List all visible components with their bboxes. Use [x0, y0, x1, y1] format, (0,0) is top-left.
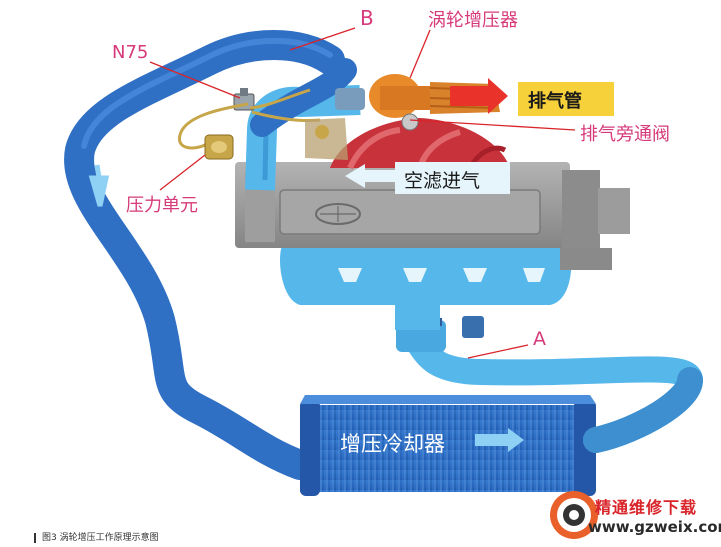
caption-bar	[34, 532, 36, 543]
watermark: 精通维修下载 www.gzweix.com	[548, 490, 721, 542]
leader-lines	[149, 27, 576, 359]
figure-caption: 图3 涡轮增压工作原理示意图	[34, 530, 159, 543]
watermark-logo	[550, 491, 598, 539]
compressor-outlet-clamp	[335, 88, 365, 110]
intake-manifold	[280, 240, 572, 330]
pressure-unit	[204, 134, 234, 160]
exhaust-flow-arrow	[450, 78, 508, 114]
boost-pipe-highlight	[81, 37, 333, 149]
boost-pipe-to-intercooler	[64, 30, 345, 480]
label-b: B	[360, 6, 374, 30]
air-intake-arrow	[345, 164, 395, 188]
watermark-site-name: 精通维修下载	[595, 498, 698, 517]
label-a: A	[533, 328, 546, 350]
air-intake-label-box	[395, 162, 510, 194]
caption-text: 图3 涡轮增压工作原理示意图	[42, 533, 159, 543]
label-air-filter-intake: 空滤进气	[404, 170, 481, 192]
label-n75: N75	[112, 42, 149, 63]
label-turbocharger: 涡轮增压器	[428, 10, 518, 31]
label-exhaust-pipe: 排气管	[528, 91, 582, 112]
intercooler	[300, 395, 596, 496]
label-intercooler: 增压冷却器	[340, 432, 445, 456]
label-bypass-valve: 排气旁通阀	[580, 124, 670, 145]
bypass-valve-linkage	[305, 118, 348, 160]
label-pressure-unit: 压力单元	[126, 195, 198, 216]
exhaust-pipe-label-box	[518, 82, 614, 116]
watermark-url: www.gzweix.com	[588, 518, 721, 536]
flow-arrow-down	[88, 164, 110, 207]
intercooler-flow-arrow	[475, 428, 524, 452]
exhaust-manifold	[330, 118, 510, 170]
